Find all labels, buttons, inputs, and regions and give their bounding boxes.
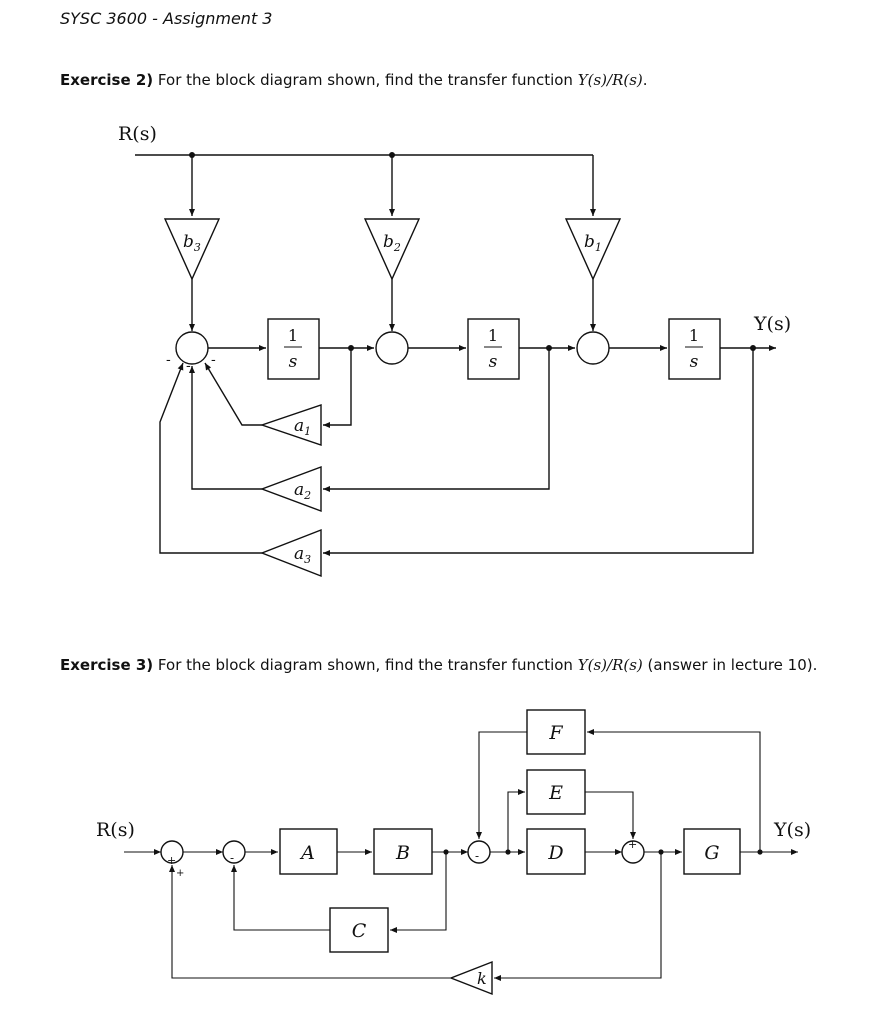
exercise-2-expression: Y(s)/R(s) — [577, 71, 643, 89]
gain-k — [449, 960, 493, 996]
gain-b2 — [363, 218, 421, 281]
integrator-2-fraction: 1 s — [484, 326, 502, 372]
block-f — [526, 709, 586, 755]
integrator-3-fraction: 1 s — [685, 326, 703, 372]
block-g — [683, 828, 741, 875]
gain-b3 — [163, 218, 221, 281]
sum1-sign: - — [166, 352, 171, 368]
sum1-sign: - — [211, 352, 216, 368]
block-g-label: G — [704, 842, 719, 864]
exercise-3-text-end: (answer in lecture 10). — [642, 656, 818, 674]
gain-k-label: k — [477, 969, 487, 988]
gain-a2 — [259, 465, 322, 513]
exercise-3-label: Exercise 3) — [60, 656, 154, 674]
feedback-wire-a2 — [323, 348, 550, 492]
gain-a1-label: a1 — [294, 416, 311, 438]
integrator-1-fraction: 1 s — [284, 326, 302, 372]
feedback-wire-a2 — [189, 366, 262, 490]
exercise-2-question: Exercise 2) For the block diagram shown,… — [60, 71, 648, 89]
sum3-sign: - — [475, 849, 479, 863]
gain-b1 — [564, 218, 622, 281]
block-b — [373, 828, 433, 875]
svg-text:s: s — [690, 352, 699, 372]
feedback-wire-a3 — [323, 348, 754, 556]
exercise-2-text-end: . — [642, 71, 648, 89]
exercise-3-expression: Y(s)/R(s) — [577, 656, 643, 674]
block-c — [329, 907, 389, 953]
feedback-wire-k — [494, 852, 662, 981]
block-f-label: F — [548, 722, 563, 744]
exercise-2-text: For the block diagram shown, find the tr… — [153, 71, 578, 89]
block-d-label: D — [547, 842, 563, 864]
feedback-wire-a1 — [323, 348, 352, 428]
sum1-bottom-sign: + — [176, 868, 184, 879]
svg-text:s: s — [489, 352, 498, 372]
summing-junction-1 — [175, 331, 209, 365]
gain-b2-label: b2 — [383, 232, 401, 254]
integrator-block-1 — [267, 318, 320, 380]
feedback-wire-a3 — [159, 362, 262, 554]
integrator-block-3 — [668, 318, 721, 380]
gain-a3 — [260, 528, 322, 578]
exercise-3-text: For the block diagram shown, find the tr… — [153, 656, 578, 674]
feedback-wire-k — [169, 865, 451, 979]
feedback-wire-f — [587, 729, 761, 852]
svg-text:1: 1 — [689, 326, 699, 345]
wire — [585, 791, 636, 839]
sum1-sign: + — [167, 854, 176, 867]
feedback-wire-c — [390, 852, 447, 933]
svg-text:s: s — [289, 352, 298, 372]
sum1-sign: - — [186, 358, 191, 374]
input-label-r: R(s) — [118, 123, 157, 145]
input-label-r: R(s) — [96, 819, 135, 841]
block-d — [526, 828, 586, 875]
sum4-sign: + — [628, 838, 637, 851]
summing-junction-3 — [576, 331, 610, 365]
output-label-y: Y(s) — [753, 313, 791, 335]
exercise-2-diagram: R(s) b3 b2 b1 - - - — [118, 123, 791, 578]
gain-a1 — [259, 404, 322, 446]
page-header: SYSC 3600 - Assignment 3 — [60, 9, 273, 28]
gain-a3-label: a3 — [294, 544, 311, 566]
integrator-block-2 — [467, 318, 520, 380]
output-label-y: Y(s) — [773, 819, 811, 841]
gain-b3-label: b3 — [183, 232, 201, 254]
gain-b1-label: b1 — [584, 232, 602, 254]
exercise-2-label: Exercise 2) — [60, 71, 154, 89]
feedback-wire-c — [231, 865, 330, 931]
wire — [507, 789, 525, 852]
exercise-3-diagram: R(s) Y(s) + - A B - D + G C — [96, 709, 811, 996]
block-b-label: B — [395, 842, 410, 864]
gain-a2-label: a2 — [294, 480, 311, 502]
svg-text:1: 1 — [288, 326, 298, 345]
exercise-3-question: Exercise 3) For the block diagram shown,… — [60, 656, 817, 674]
sum2-sign: - — [230, 851, 234, 865]
summing-junction-2 — [375, 331, 409, 365]
block-c-label: C — [352, 920, 367, 942]
feedback-wire-a1 — [204, 362, 262, 426]
block-e-label: E — [548, 782, 563, 804]
svg-text:1: 1 — [488, 326, 498, 345]
feedback-wire-f — [476, 731, 527, 839]
block-a-label: A — [299, 842, 315, 864]
